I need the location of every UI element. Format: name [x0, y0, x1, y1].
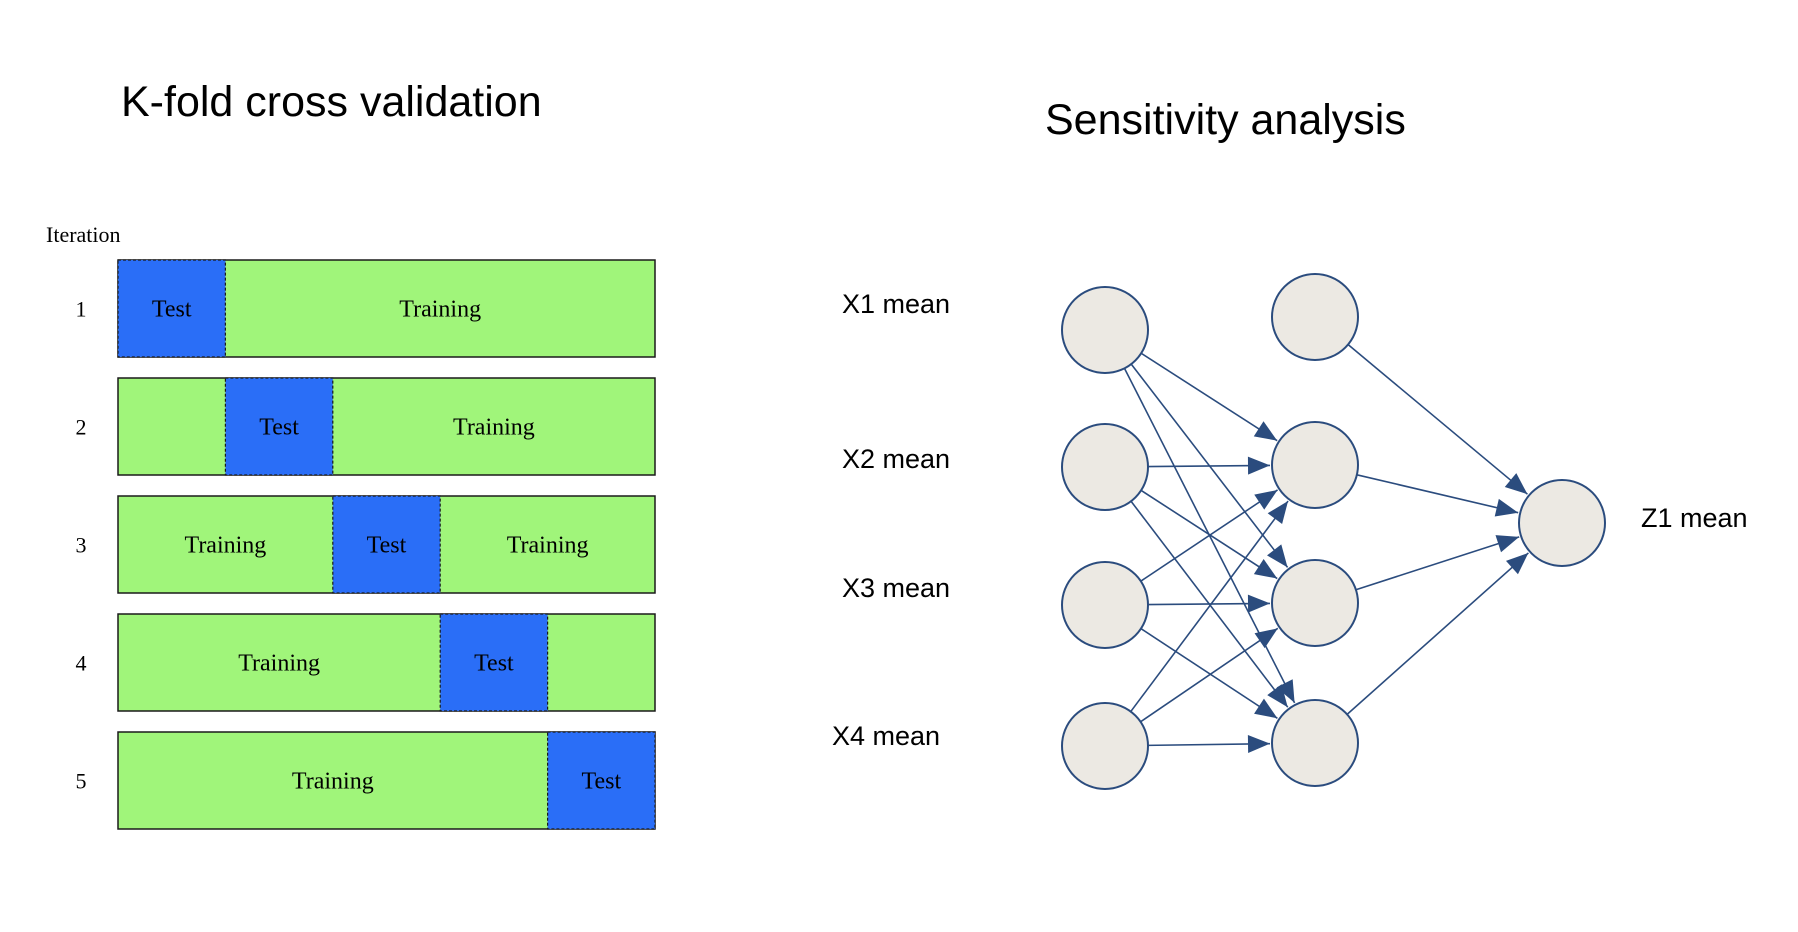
test-label: Test	[474, 651, 514, 677]
kfold-row-5: 5 Test Training	[76, 731, 656, 830]
test-label: Test	[152, 297, 192, 323]
output-node	[1518, 479, 1606, 567]
arrowhead	[1267, 544, 1288, 568]
test-label: Test	[259, 415, 299, 441]
network-labels: X1 mean X2 mean X3 mean X4 mean Z1 mean	[832, 289, 1748, 751]
input-node-1	[1061, 286, 1149, 374]
iteration-number: 4	[76, 651, 87, 676]
test-block	[439, 613, 549, 712]
test-block	[224, 377, 334, 476]
iteration-number: 2	[76, 415, 87, 440]
arrowhead	[1505, 552, 1529, 575]
iteration-number: 5	[76, 769, 87, 794]
input-label-x4: X4 mean	[832, 721, 940, 751]
network-edge	[1346, 552, 1529, 715]
network-nodes	[1061, 273, 1606, 790]
arrowhead	[1247, 594, 1271, 613]
input-node-2	[1061, 423, 1149, 511]
test-label: Test	[367, 533, 407, 559]
network-edge	[1355, 536, 1520, 591]
sensitivity-title: Sensitivity analysis	[1045, 96, 1406, 144]
test-block	[332, 495, 441, 594]
kfold-row-4: 4 Test Training	[76, 613, 656, 712]
input-node-3	[1061, 561, 1149, 649]
arrowhead	[1253, 559, 1278, 579]
network-edge	[1140, 627, 1278, 719]
arrowhead	[1254, 698, 1278, 719]
training-label: Training	[185, 533, 267, 559]
iteration-number: 1	[76, 297, 87, 322]
hidden-node-1	[1271, 421, 1359, 509]
iteration-label: Iteration	[46, 222, 121, 247]
training-label: Training	[453, 415, 535, 441]
training-bar	[117, 377, 656, 476]
input-label-x1: X1 mean	[842, 289, 950, 319]
network-edge	[1130, 500, 1289, 713]
hidden-node-2	[1271, 559, 1359, 647]
kfold-row-3: 3 Test Training Training	[76, 495, 656, 594]
training-label: Training	[507, 533, 589, 559]
iteration-number: 3	[76, 533, 87, 558]
output-label-z1: Z1 mean	[1641, 503, 1748, 533]
test-block	[117, 259, 227, 358]
arrowhead	[1254, 489, 1278, 510]
arrowhead	[1247, 456, 1271, 475]
kfold-row-1: 1 Test Training	[76, 259, 656, 358]
arrowhead	[1254, 628, 1278, 649]
arrowhead	[1267, 684, 1288, 708]
network-edge	[1140, 489, 1278, 580]
arrowhead	[1267, 501, 1289, 525]
network-edges	[1123, 343, 1529, 753]
input-label-x3: X3 mean	[842, 573, 950, 603]
kfold-title: K-fold cross validation	[121, 78, 542, 126]
training-label: Training	[238, 651, 320, 677]
input-node-4	[1061, 702, 1149, 790]
kfold-row-2: 2 Test Training	[76, 377, 656, 476]
test-block	[546, 731, 656, 830]
network-edge	[1347, 343, 1528, 495]
arrowhead	[1494, 498, 1519, 517]
network-edge	[1356, 474, 1519, 514]
network-edge	[1140, 489, 1279, 582]
input-label-x2: X2 mean	[842, 444, 950, 474]
training-bar	[117, 613, 656, 712]
training-label: Training	[292, 769, 374, 795]
network-edge	[1140, 352, 1278, 442]
arrowhead	[1495, 535, 1520, 553]
test-label: Test	[581, 769, 621, 795]
arrowhead	[1247, 734, 1271, 753]
hidden-node-3	[1271, 699, 1359, 787]
network-edge	[1140, 627, 1279, 723]
hidden-bias-node	[1271, 273, 1359, 361]
training-label: Training	[399, 297, 481, 323]
arrowhead	[1253, 421, 1278, 441]
arrowhead	[1504, 473, 1528, 495]
